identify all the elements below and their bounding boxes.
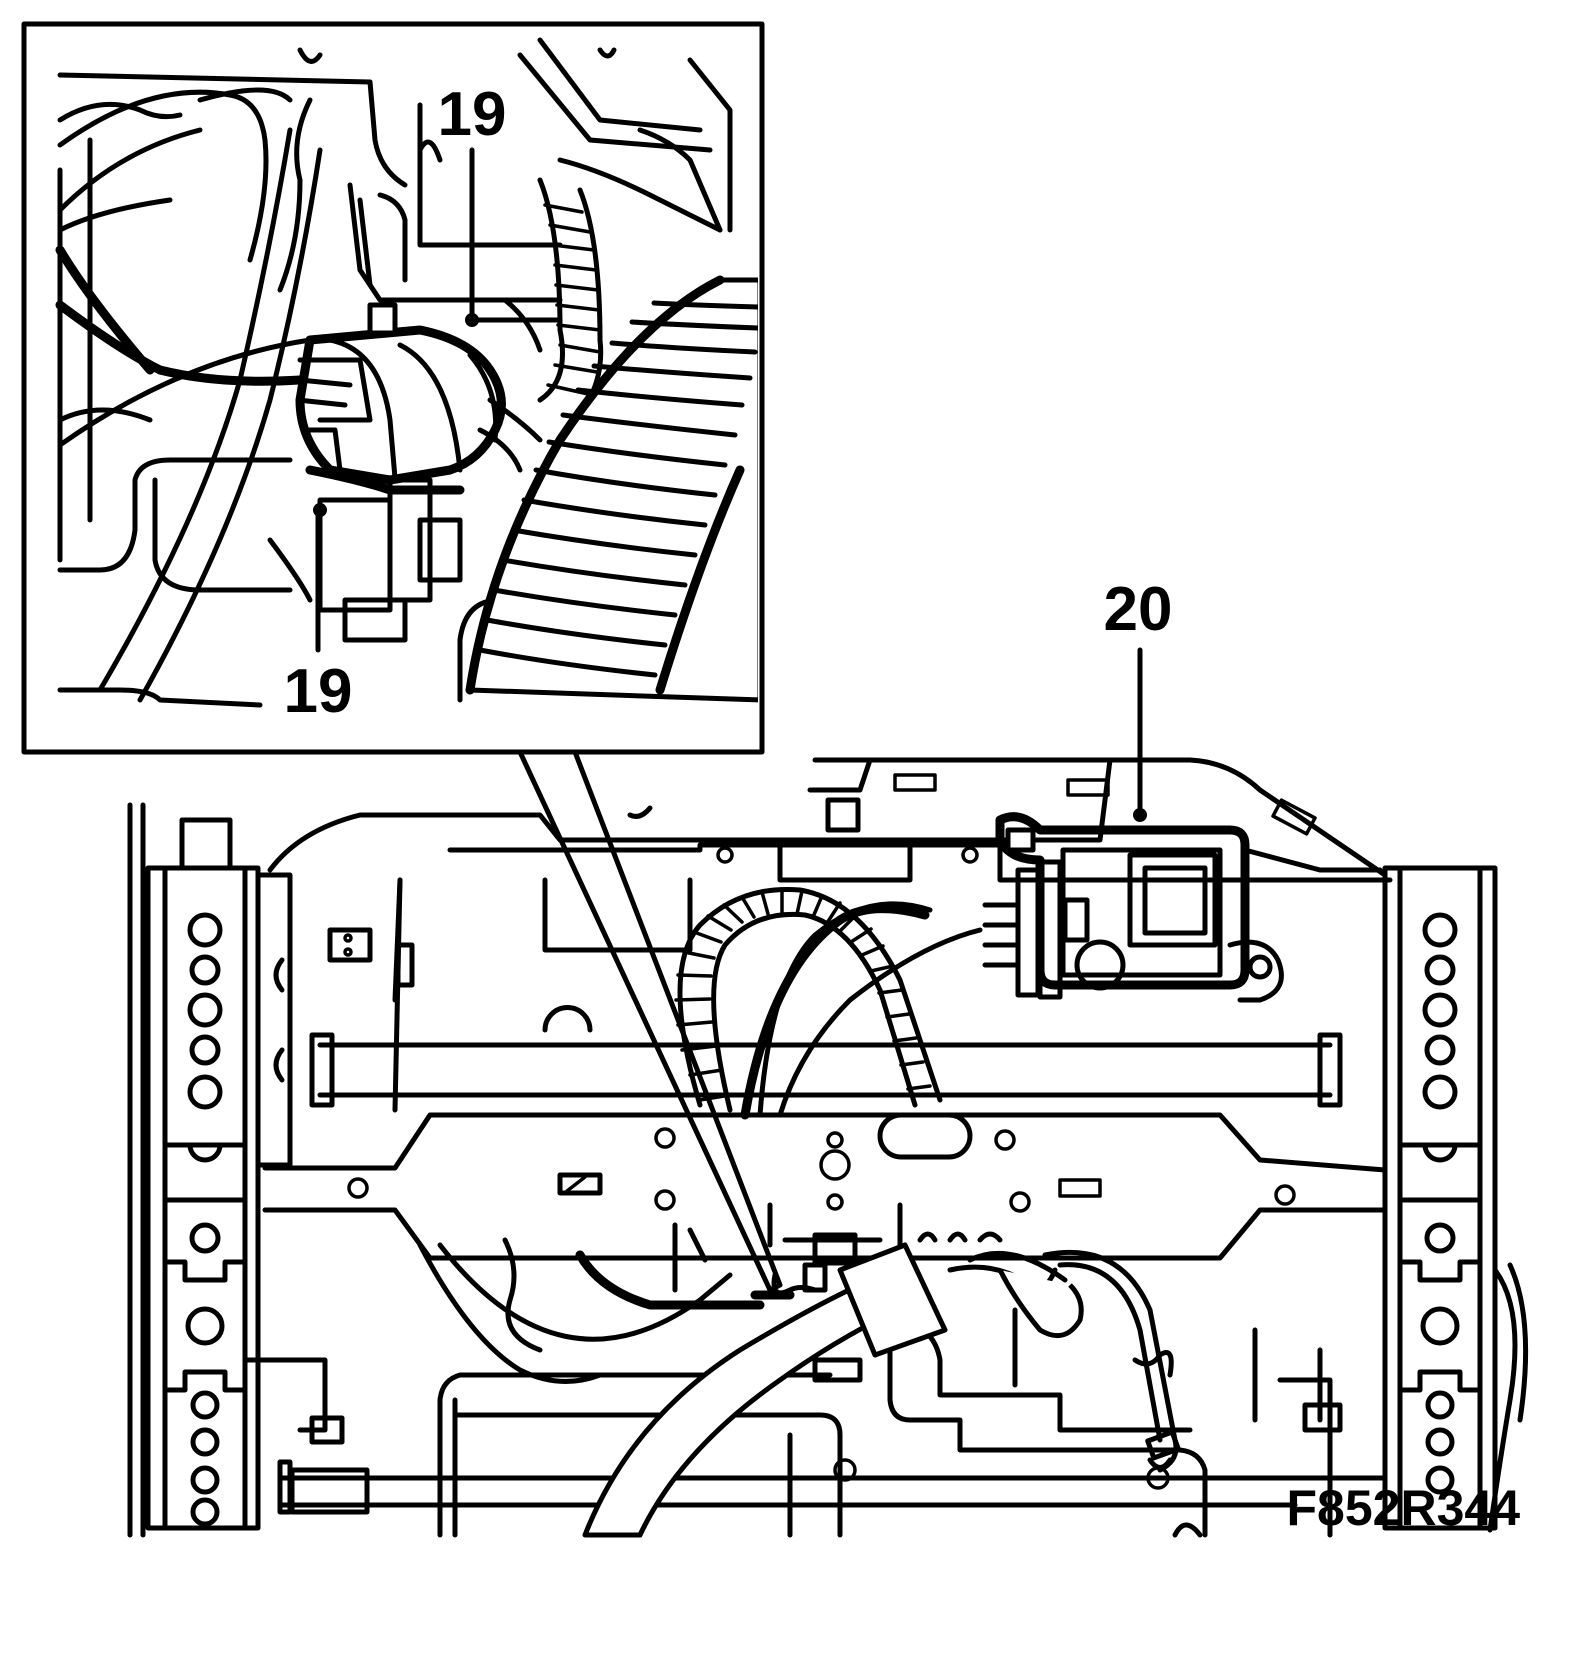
right-seat-rail — [1382, 865, 1529, 1533]
figure-id: F852R344 — [1287, 1480, 1521, 1536]
cross-tube — [309, 1032, 1343, 1108]
corrugated-loom — [674, 886, 943, 1113]
harness-sleeve — [582, 1242, 1084, 1538]
connector — [295, 302, 506, 495]
control-module — [982, 812, 1383, 1003]
inset-leader — [517, 749, 783, 1293]
detail-inset — [21, 21, 765, 755]
left-seat-rail — [145, 817, 293, 1531]
front-tube — [277, 1459, 1388, 1515]
callout-19-top: 19 — [438, 80, 507, 323]
callout-label: 19 — [284, 657, 353, 726]
seat-frame — [127, 757, 1529, 1538]
callout-label: 20 — [1104, 575, 1173, 644]
callout-19-bottom: 19 — [284, 507, 353, 726]
cross-member-plate — [262, 1112, 1388, 1266]
corrugated-loom-detail — [465, 275, 758, 703]
callout-label: 19 — [438, 80, 507, 149]
wiring-harness — [327, 877, 1181, 1473]
callout-20: 20 — [1104, 575, 1173, 822]
